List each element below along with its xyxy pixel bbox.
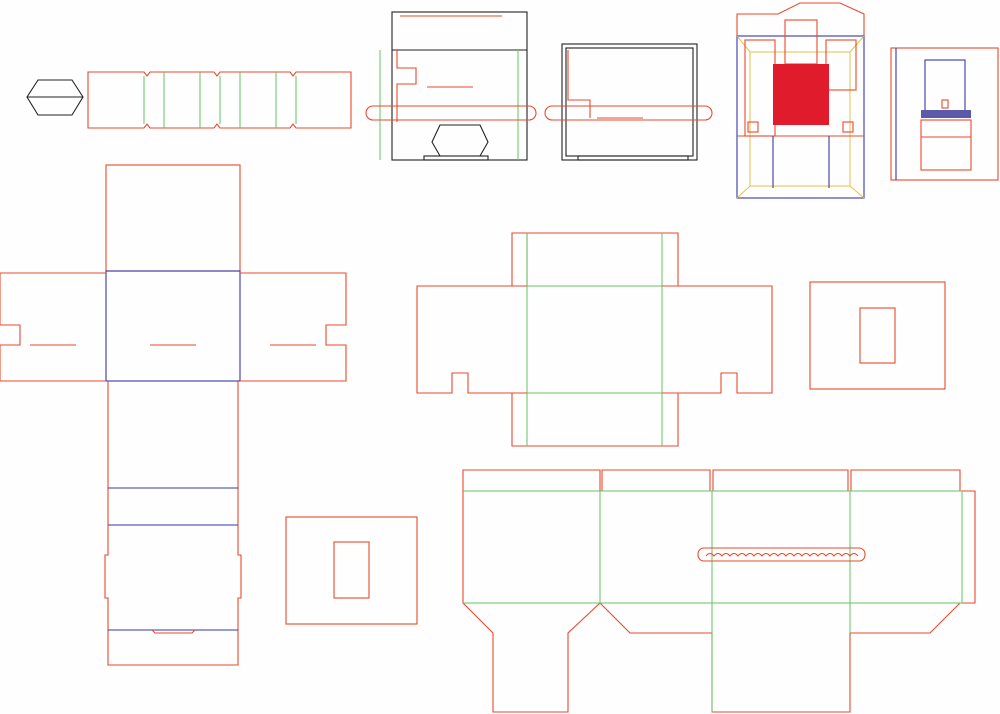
display-slot (842, 121, 854, 133)
view-outline (890, 47, 999, 181)
view-line (396, 50, 417, 122)
perforation (705, 552, 859, 557)
top-panel (105, 164, 241, 272)
hexagon-outline (431, 124, 489, 157)
right-wall (662, 285, 773, 394)
display-line (784, 19, 818, 65)
card-window (333, 541, 370, 599)
view-tab (941, 99, 949, 109)
display-outline (736, 35, 865, 199)
perforated-strip (697, 547, 866, 562)
display-line (825, 39, 857, 91)
window-card-1 (809, 281, 946, 390)
bottom-wall (511, 392, 679, 447)
view-band (921, 110, 971, 118)
view-base (423, 155, 489, 161)
top-flaps (462, 469, 961, 492)
assembled-view-1 (365, 11, 537, 161)
guide-line (736, 35, 865, 53)
view-outline (391, 11, 528, 161)
left-flap (0, 272, 106, 382)
guide-line (736, 185, 865, 199)
view-line (567, 50, 591, 118)
card-window (859, 307, 896, 364)
small-box-view (890, 47, 999, 181)
tray-base (526, 285, 663, 394)
display-box (736, 2, 865, 199)
view-box (920, 119, 972, 171)
right-flap (240, 272, 347, 382)
card-outline (809, 281, 946, 390)
view-base (577, 155, 689, 161)
view-outline (561, 43, 698, 161)
window-card-2 (285, 516, 418, 625)
assembled-view-2 (544, 43, 713, 161)
display-slot (747, 121, 759, 133)
view-inner (565, 47, 694, 157)
sleeve-outline (87, 71, 352, 129)
long-box-net (462, 469, 976, 713)
left-wall (416, 285, 527, 394)
cross-net (0, 164, 347, 666)
sleeve-strip (87, 71, 352, 129)
sleeve-folds (143, 72, 297, 128)
slot-line (151, 629, 196, 634)
display-window-fill (773, 64, 829, 125)
view-inner (924, 59, 966, 116)
hexagon-piece (26, 79, 84, 116)
body-outline (462, 490, 976, 713)
perforated-strip (365, 105, 537, 121)
perforated-strip (544, 105, 713, 121)
center-panel (105, 270, 241, 382)
bottom-panels (104, 381, 242, 666)
tray-net (416, 232, 773, 447)
card-outline (285, 516, 418, 625)
top-wall (511, 232, 679, 287)
